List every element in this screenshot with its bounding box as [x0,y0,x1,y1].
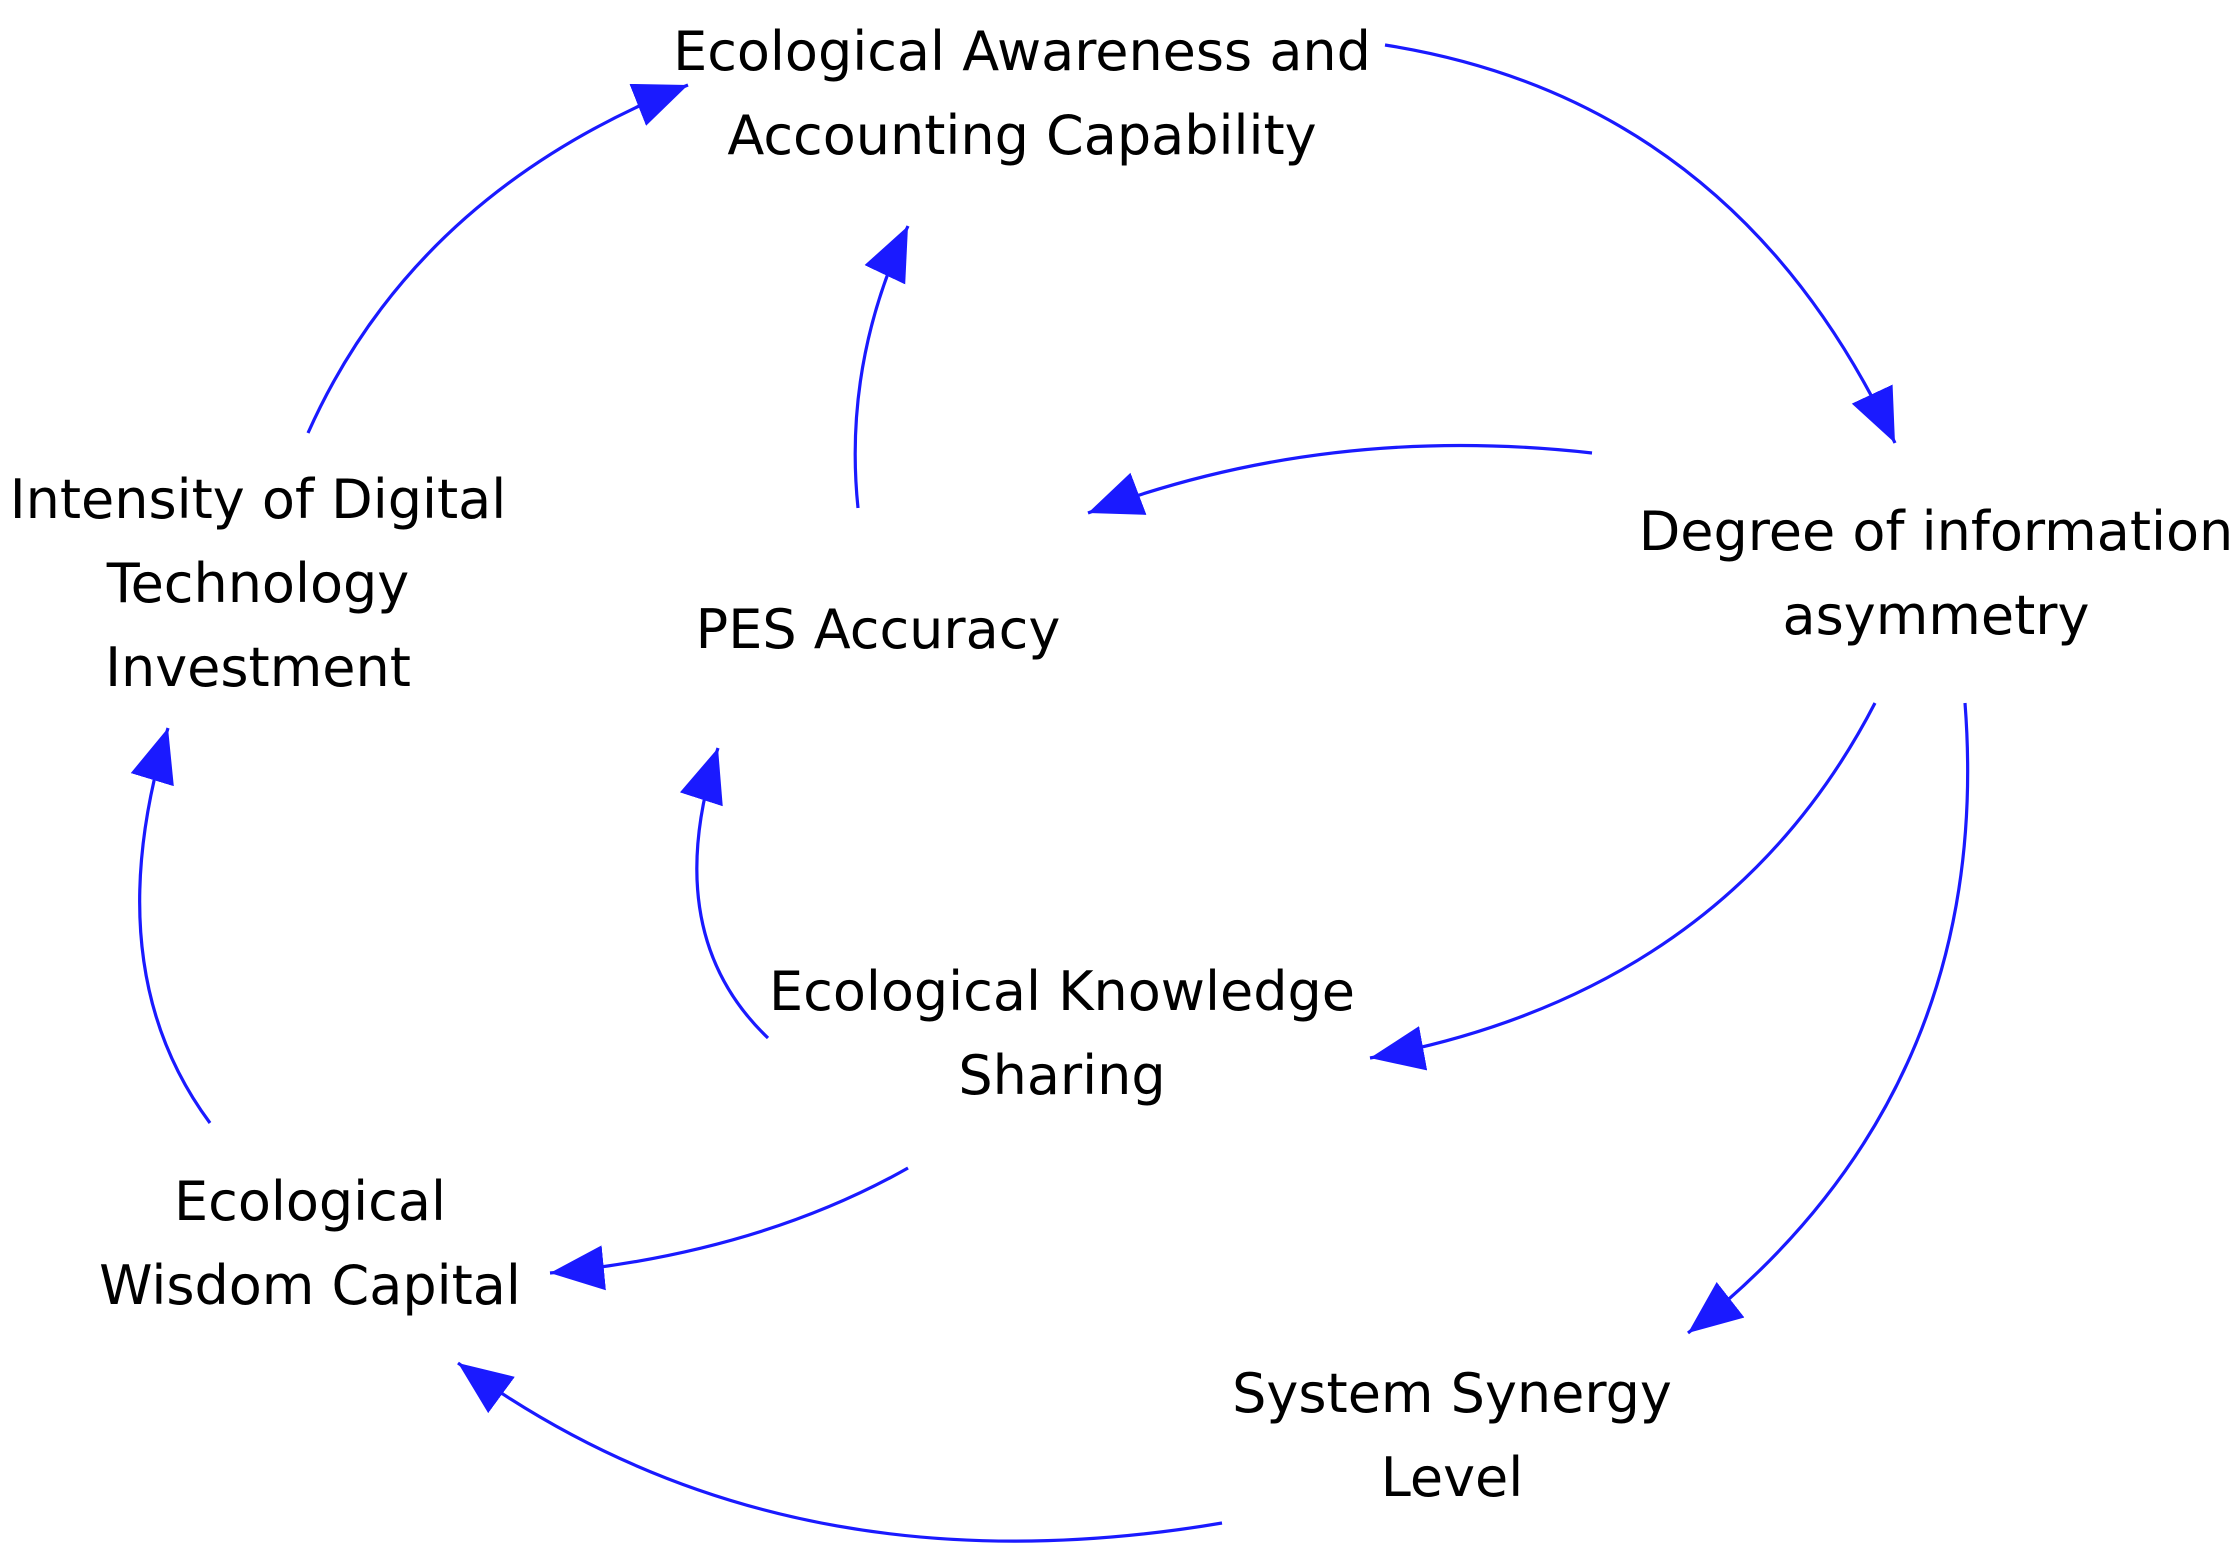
arrow-knowledge-to-pes [679,747,770,1040]
node-information-asymmetry: Degree of information asymmetry [1639,490,2229,658]
node-label-line: Ecological Knowledge [769,960,1355,1023]
node-ecological-awareness: Ecological Awareness and Accounting Capa… [673,10,1371,178]
node-pes-accuracy: PES Accuracy [696,588,1061,672]
node-label-line: Ecological [174,1170,446,1233]
node-label-line: Level [1380,1446,1524,1509]
node-label-line: System Synergy [1232,1362,1672,1425]
arrow-pes-to-awareness [853,225,910,509]
arrow-wisdom-to-digital [130,727,212,1124]
node-label-line: Intensity of Digital [9,468,507,531]
node-label-line: Sharing [958,1044,1166,1107]
node-label-line: Technology [106,552,410,615]
arrow-synergy-to-wisdom [457,1361,1223,1543]
node-system-synergy: System Synergy Level [1232,1352,1672,1520]
node-digital-investment: Intensity of Digital Technology Investme… [10,458,507,710]
arrow-asymmetry-to-knowledge [1369,702,1877,1071]
node-wisdom-capital: Ecological Wisdom Capital [99,1160,521,1328]
node-knowledge-sharing: Ecological Knowledge Sharing [769,950,1355,1118]
arrow-awareness-to-asymmetry [1384,43,1897,444]
node-label-line: asymmetry [1782,584,2090,647]
node-label-line: Ecological Awareness and [673,20,1371,83]
node-label-line: Accounting Capability [727,104,1317,167]
arrow-asymmetry-to-synergy [1687,702,1970,1335]
node-label-line: Wisdom Capital [99,1254,521,1317]
arrow-knowledge-to-wisdom [549,1166,909,1291]
arrow-asymmetry-to-pes [1087,443,1593,515]
node-label-line: Degree of information [1638,500,2229,563]
node-label-line: Investment [105,636,411,699]
node-label-line: PES Accuracy [695,598,1061,661]
arrow-digital-to-awareness [306,83,689,434]
